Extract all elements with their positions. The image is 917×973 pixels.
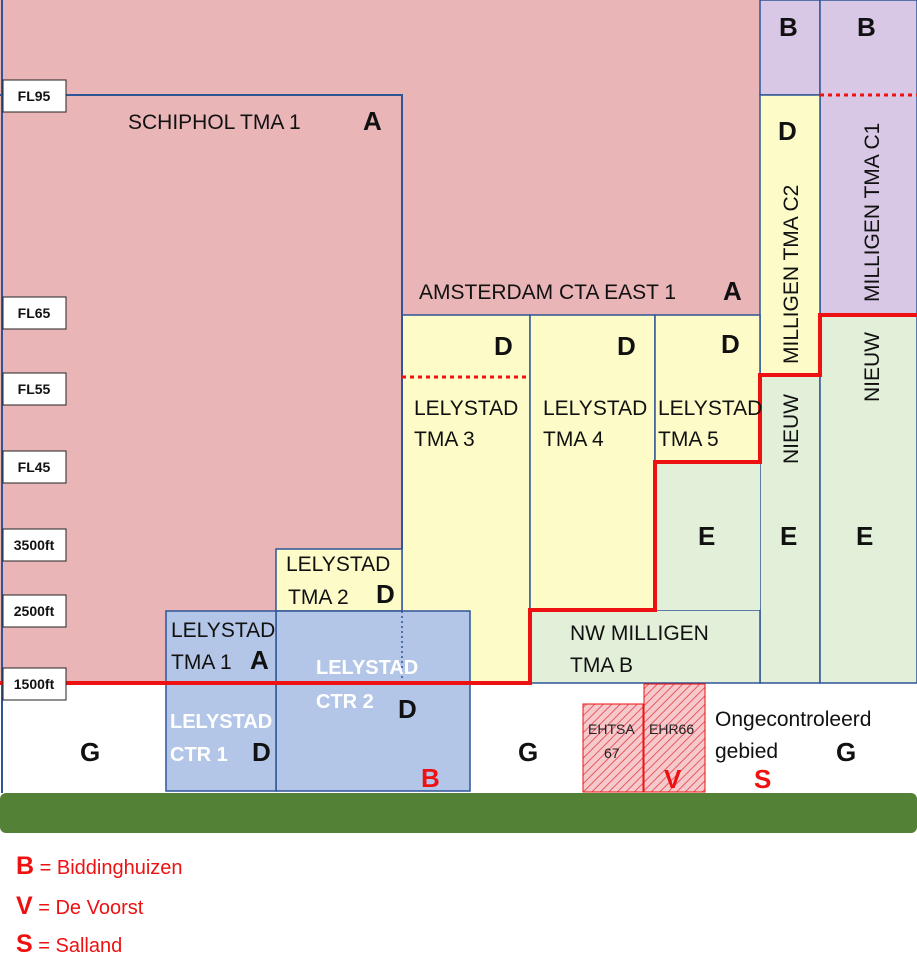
lelystad-ctr2-area — [275, 610, 471, 792]
ehtsa67-area — [582, 703, 644, 793]
uncontrolled-marker: S — [754, 764, 771, 794]
legend-text-b: = Biddinghuizen — [39, 857, 183, 879]
level-fl45: FL45 — [18, 459, 51, 475]
nw-milligen-label-1: NW MILLIGEN — [570, 622, 709, 645]
tma1-label-2: TMA 1 — [171, 651, 232, 674]
lelystad-tma4-area — [529, 314, 656, 611]
legend-item-s: S = Salland — [16, 930, 122, 959]
milligen-c2-d-area — [759, 94, 821, 376]
tma2-label-1: LELYSTAD — [286, 553, 390, 576]
ctr2-label-1: LELYSTAD — [316, 657, 418, 679]
schiphol-tma1-outline — [0, 94, 403, 549]
ctr1-label-1: LELYSTAD — [170, 711, 272, 733]
ctr2-marker: B — [421, 763, 440, 793]
lelystad-tma1-area — [165, 610, 277, 684]
milligen-c2-label-1: NIEUW — [780, 394, 803, 464]
lelystad-tma2-area — [275, 548, 403, 612]
lelystad-ctr1-area — [165, 682, 277, 792]
milligen-c1-label-2: MILLIGEN TMA C1 — [861, 123, 884, 302]
tma1-label-1: LELYSTAD — [171, 619, 275, 642]
ctr1-label-2: CTR 1 — [170, 744, 228, 766]
tma5-label-2: TMA 5 — [658, 428, 719, 451]
tma3-label-1: LELYSTAD — [414, 397, 518, 420]
nw-milligen-label-2: TMA B — [570, 654, 633, 677]
level-fl65: FL65 — [18, 305, 51, 321]
level-fl55: FL55 — [18, 381, 51, 397]
tma3-label-2: TMA 3 — [414, 428, 475, 451]
uncontrolled-label-2: gebied — [715, 740, 778, 763]
amsterdam-class: A — [723, 276, 742, 306]
ehr66-area — [643, 683, 706, 793]
uncontrolled-label-1: Ongecontroleerd — [715, 708, 871, 731]
ehtsa67-label-2: 67 — [604, 745, 620, 761]
class-g-right: G — [836, 737, 856, 767]
ehr66-marker: V — [664, 764, 682, 794]
legend-text-v: = De Voorst — [38, 897, 144, 919]
level-labels: FL95 FL65 FL55 FL45 3500ft 2500ft 1500ft — [2, 79, 67, 701]
milligen-c2-lower-class: E — [780, 521, 797, 551]
milligen-c1-lower-class: E — [856, 521, 873, 551]
legend-text-s: = Salland — [38, 935, 123, 957]
nw-milligen-area — [529, 609, 761, 684]
legend-item-v: V = De Voorst — [16, 892, 143, 921]
milligen-c2-class: D — [778, 116, 797, 146]
milligen-c1-label-1: NIEUW — [861, 332, 884, 402]
legend-item-b: B = Biddinghuizen — [16, 852, 183, 881]
tma5-e-area — [655, 462, 760, 610]
tma3-class: D — [494, 331, 513, 361]
ground — [0, 793, 917, 833]
tma4-label-1: LELYSTAD — [543, 397, 647, 420]
legend-key-s: S — [16, 930, 33, 958]
level-1500ft: 1500ft — [14, 676, 55, 692]
red-boundary-line — [0, 313, 917, 685]
milligen-c2-upper-class: B — [779, 12, 798, 42]
tma5-class: D — [721, 329, 740, 359]
amsterdam-label: AMSTERDAM CTA EAST 1 — [419, 281, 676, 304]
schiphol-label: SCHIPHOL TMA 1 — [128, 111, 301, 134]
tma4-label-2: TMA 4 — [543, 428, 604, 451]
level-fl95: FL95 — [18, 88, 51, 104]
ehr66-label: EHR66 — [649, 721, 694, 737]
milligen-c1-upper-class: B — [857, 12, 876, 42]
milligen-c2-label-2: MILLIGEN TMA C2 — [780, 185, 803, 364]
ctr1-class: D — [252, 737, 271, 767]
tma2-label-2: TMA 2 — [288, 586, 349, 609]
level-2500ft: 2500ft — [14, 603, 55, 619]
nw-milligen-class: E — [698, 521, 715, 551]
legend-key-b: B — [16, 852, 35, 880]
tma4-class: D — [617, 331, 636, 361]
ctr2-label-2: CTR 2 — [316, 691, 374, 713]
class-g-middle: G — [518, 737, 538, 767]
milligen-c1-e-area — [819, 314, 917, 684]
tma1-class: A — [250, 645, 269, 675]
class-g-left: G — [80, 737, 100, 767]
ehtsa67-label-1: EHTSA — [588, 721, 635, 737]
ctr2-class: D — [398, 694, 417, 724]
tma5-label-1: LELYSTAD — [658, 397, 762, 420]
tma2-class: D — [376, 579, 395, 609]
level-3500ft: 3500ft — [14, 537, 55, 553]
schiphol-class: A — [363, 106, 382, 136]
legend-key-v: V — [16, 892, 33, 920]
